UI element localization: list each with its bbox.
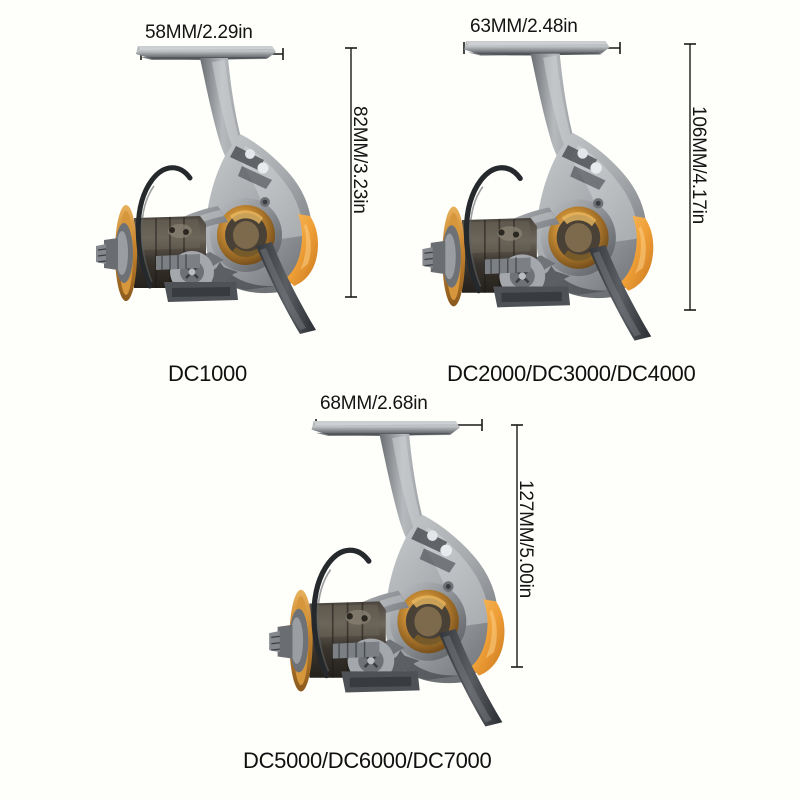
reel-caption-2: DC2000/DC3000/DC4000	[447, 361, 696, 386]
reel-figure-2: 63MM/2.48in 106MM/4.17in	[385, 8, 730, 398]
reel-caption-1: DC1000	[168, 361, 247, 386]
reel-figure-1: 58MM/2.29in 82MM/3.23in	[60, 18, 390, 398]
height-dimension-line-3	[511, 424, 523, 668]
reel-illustration-3	[269, 421, 505, 727]
width-dimension-label-1: 58MM/2.29in	[145, 22, 253, 43]
reel-illustration-2	[422, 41, 654, 341]
width-dimension-label-3: 68MM/2.68in	[320, 393, 428, 414]
reel-caption-3: DC5000/DC6000/DC7000	[243, 748, 492, 773]
reel-illustration-1	[96, 46, 318, 334]
height-dimension-line-2	[684, 43, 696, 311]
height-dimension-line-1	[345, 47, 357, 298]
reel-figure-3: 68MM/2.68in 127MM/5.00in	[225, 390, 575, 790]
width-dimension-label-2: 63MM/2.48in	[470, 16, 578, 37]
